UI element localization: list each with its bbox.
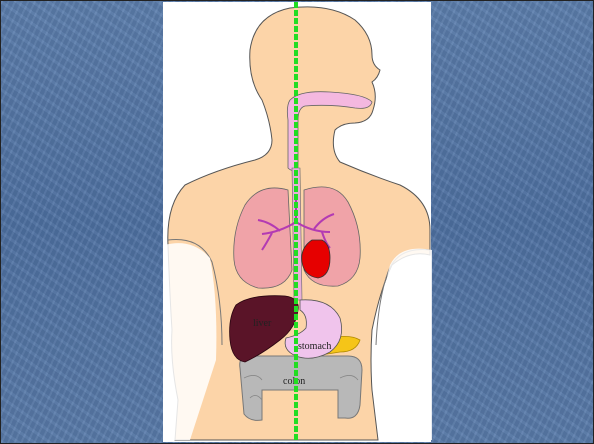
stomach-label: stomach (298, 341, 331, 352)
liver-label: liver (253, 318, 272, 329)
heart (302, 240, 330, 278)
